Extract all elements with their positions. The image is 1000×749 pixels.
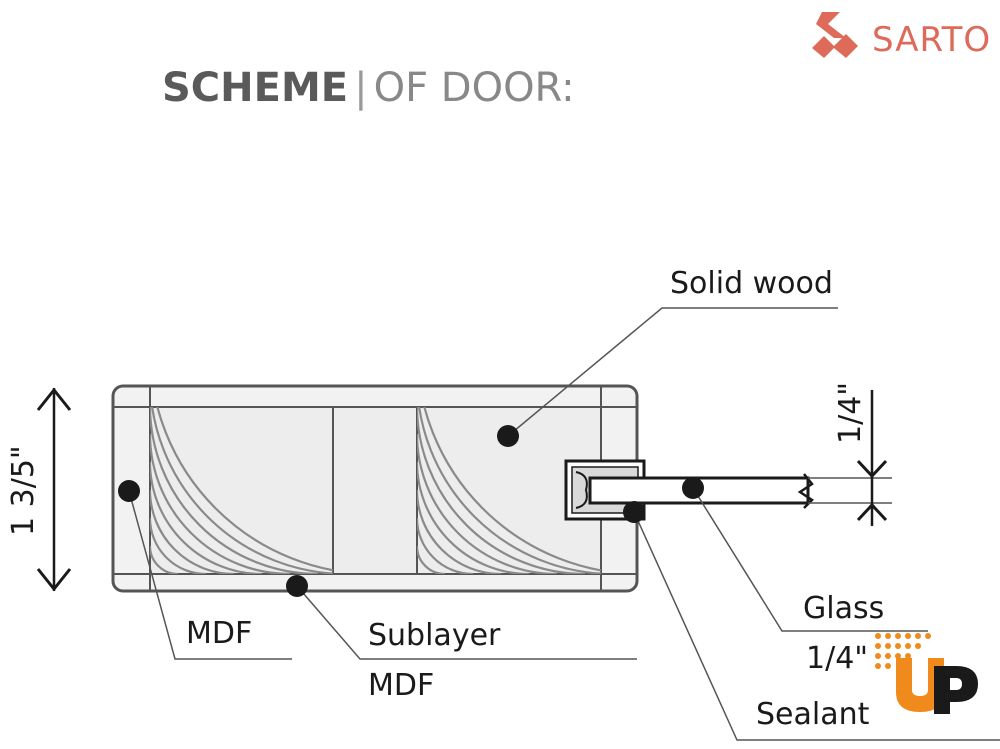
brand-name: SARTO [872, 20, 992, 60]
callout-dot-glass [682, 477, 704, 499]
door-dim-arrow-bottom [36, 568, 72, 592]
core-middle-block [332, 406, 418, 575]
callout-dot-sealant [623, 501, 645, 523]
title-strong: SCHEME [162, 65, 349, 111]
glass-dim-label: 1/4" [833, 382, 868, 444]
label-glass: Glass [803, 591, 884, 626]
label-glass-thickness: 1/4" [806, 641, 868, 676]
door-thickness-label: 1 3/5" [6, 445, 41, 536]
solid-wood-block-left [149, 406, 334, 575]
label-sublayer: Sublayer [368, 618, 501, 653]
title-separator: | [354, 65, 368, 111]
sealant-profile [575, 471, 588, 509]
glass-dim-arrow-down [856, 459, 888, 479]
title-light: OF DOOR: [373, 65, 575, 111]
up-watermark-logo [875, 633, 978, 714]
watermark-letter-p [934, 666, 978, 714]
label-solid-wood: Solid wood [670, 266, 833, 301]
wood-grain-right [417, 407, 601, 574]
page-title: SCHEME|OF DOOR: [162, 62, 575, 114]
wood-grain-left [150, 407, 333, 574]
label-sealant: Sealant [756, 697, 870, 732]
brand-logo: SARTO [806, 8, 996, 66]
glass-dim-arrow-up [856, 502, 888, 522]
label-sublayer-mdf: MDF [368, 668, 434, 703]
watermark-letter-u [896, 658, 944, 712]
callout-dot-mdf [118, 480, 140, 502]
door-dim-arrow-top [36, 387, 72, 411]
label-mdf: MDF [186, 616, 252, 651]
callout-dot-solid-wood [497, 425, 519, 447]
sarto-logo-icon [812, 12, 858, 58]
leader-lines [128, 307, 1000, 741]
callout-dot-sublayer [286, 575, 308, 597]
